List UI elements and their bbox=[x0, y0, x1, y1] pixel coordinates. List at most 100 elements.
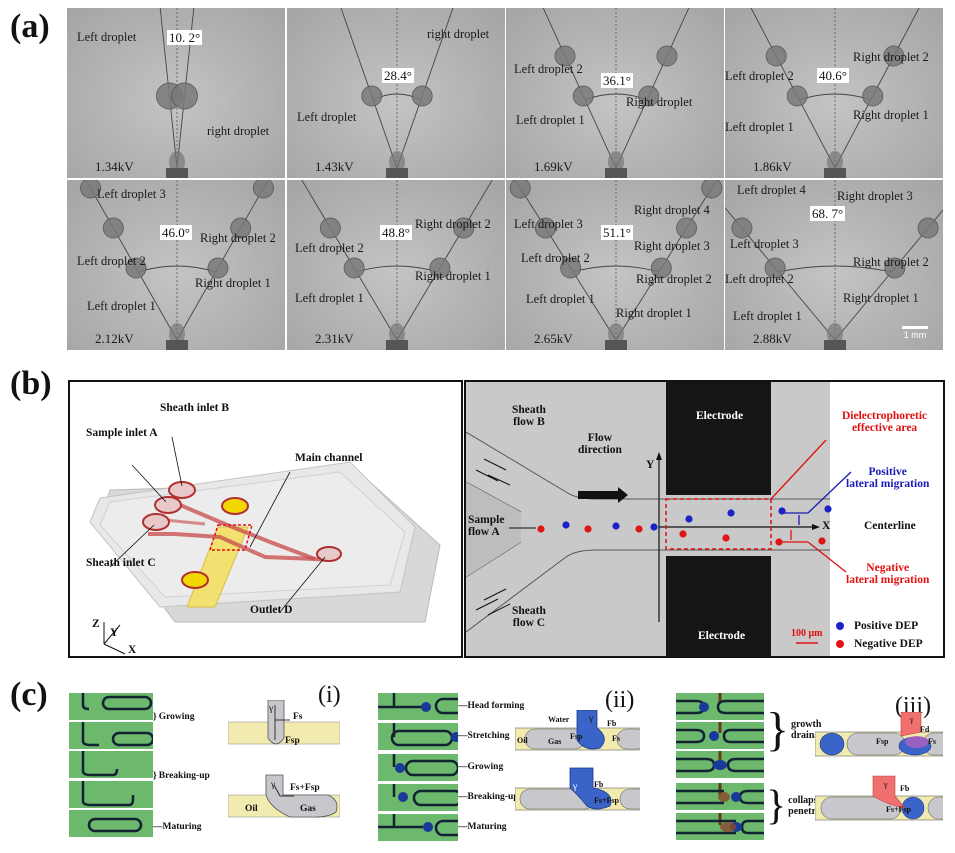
stage-growing: }Growing bbox=[153, 712, 195, 722]
axis-x-label: X bbox=[822, 520, 831, 532]
droplet bbox=[656, 45, 678, 67]
droplet-label: Left droplet 4 bbox=[737, 183, 806, 197]
dep-legend: Positive DEP Negative DEP bbox=[836, 620, 923, 650]
cone-angle-label: 40.6° bbox=[817, 68, 849, 83]
droplet bbox=[765, 45, 787, 67]
positive-dep-particle bbox=[562, 521, 570, 529]
positive-dep-particle bbox=[650, 523, 658, 531]
taylor-cone bbox=[389, 323, 405, 345]
cone-angle-label: 36.1° bbox=[601, 73, 633, 88]
force-fd-iii-top: Fd bbox=[920, 725, 930, 734]
sample-inlet-a-label: Sample inlet A bbox=[86, 427, 158, 439]
force-sum-i-bottom: Fs+Fsp bbox=[290, 783, 320, 793]
voltage-label: 1.86kV bbox=[753, 159, 792, 174]
voltage-label: 2.31kV bbox=[315, 331, 354, 346]
droplet bbox=[534, 217, 556, 239]
negative-dep-particle bbox=[679, 530, 687, 538]
droplet-label: Left droplet 2 bbox=[521, 251, 590, 265]
droplet bbox=[125, 257, 147, 279]
water-label: Water bbox=[548, 715, 570, 724]
taylor-cone bbox=[608, 151, 624, 173]
nozzle bbox=[166, 168, 188, 178]
droplet bbox=[207, 257, 229, 279]
droplet-trajectory-drawing bbox=[750, 8, 920, 178]
cone-angle-label: 51.1° bbox=[601, 225, 633, 240]
negative-dep-particle bbox=[584, 525, 592, 533]
negative-dep-particle bbox=[722, 534, 730, 542]
voltage-label: 2.88kV bbox=[753, 331, 792, 346]
force-fs-ii-top: Fs bbox=[612, 734, 620, 743]
droplet-label: Left droplet 2 bbox=[295, 241, 364, 255]
centerline-label: Centerline bbox=[864, 520, 916, 532]
scale-bar-label: 1 mm bbox=[903, 330, 927, 340]
taylor-cone bbox=[827, 323, 843, 345]
droplet-label: Left droplet bbox=[297, 110, 357, 124]
axis-z-label: Z bbox=[92, 618, 100, 630]
droplet-label: Left droplet 2 bbox=[725, 69, 794, 83]
bracket-collapse: } bbox=[766, 783, 787, 829]
droplet-label: Left droplet 1 bbox=[295, 291, 364, 305]
droplet-trajectory-drawing bbox=[301, 180, 493, 350]
droplet-label: Left droplet 3 bbox=[514, 217, 583, 231]
droplet-label: Right droplet 1 bbox=[195, 276, 271, 290]
droplet bbox=[676, 217, 698, 239]
droplet bbox=[764, 257, 786, 279]
regime-ii-label: (ii) bbox=[605, 687, 635, 713]
droplet-label: Left droplet 3 bbox=[97, 187, 166, 201]
nozzle bbox=[824, 340, 846, 350]
droplet bbox=[554, 45, 576, 67]
regime-iii-schematic bbox=[815, 712, 943, 821]
droplet-label: Left droplet 1 bbox=[725, 120, 794, 134]
axis-y-label: Y bbox=[646, 459, 655, 471]
droplet bbox=[884, 257, 906, 279]
droplet-label: Right droplet 2 bbox=[636, 272, 712, 286]
droplet-label: Right droplet 2 bbox=[853, 255, 929, 269]
droplet-label: right droplet bbox=[207, 124, 270, 138]
cone-angle-label: 68. 7° bbox=[810, 206, 846, 221]
droplet-trajectory-drawing bbox=[155, 8, 199, 178]
bracket-growth: } bbox=[766, 703, 790, 756]
angle-arc bbox=[572, 265, 660, 273]
taylor-cone bbox=[169, 151, 185, 173]
main-channel-label: Main channel bbox=[295, 452, 363, 464]
oil-label-ii: Oil bbox=[517, 736, 528, 745]
droplet-tile: Right droplet 4 Left droplet 3 Right dropl… bbox=[506, 180, 724, 350]
droplet bbox=[862, 85, 884, 107]
droplet bbox=[509, 180, 531, 199]
positive-dep-particle bbox=[727, 509, 735, 517]
stage-stretching: —Stretching bbox=[458, 731, 510, 741]
droplet-trajectory-drawing bbox=[80, 180, 274, 350]
droplet bbox=[411, 85, 433, 107]
droplet bbox=[883, 45, 905, 67]
scale-bar-100um-label: 100 μm bbox=[791, 628, 823, 639]
droplet bbox=[102, 217, 124, 239]
droplet bbox=[453, 217, 475, 239]
angle-arc bbox=[777, 265, 893, 273]
droplet-label: Right droplet 1 bbox=[843, 291, 919, 305]
droplet-label: Right droplet 4 bbox=[634, 203, 710, 217]
positive-dep-particle bbox=[778, 507, 786, 515]
regime-i-schematic bbox=[228, 700, 340, 818]
negative-dep-particle bbox=[537, 525, 545, 533]
scale-bar-1mm: 1 mm bbox=[902, 326, 928, 340]
force-gamma-ii-top: γ bbox=[589, 714, 594, 724]
droplet bbox=[429, 257, 451, 279]
outlet-d-label: Outlet D bbox=[250, 604, 293, 616]
electrode-bottom bbox=[666, 556, 771, 656]
legend-marker-positive bbox=[836, 622, 844, 631]
droplet-label: Left droplet 1 bbox=[733, 309, 802, 323]
nozzle bbox=[824, 168, 846, 178]
droplet bbox=[80, 180, 102, 199]
droplet-label: Right droplet 1 bbox=[415, 269, 491, 283]
cone-angle-label: 28.4° bbox=[382, 68, 414, 83]
droplet bbox=[361, 85, 383, 107]
